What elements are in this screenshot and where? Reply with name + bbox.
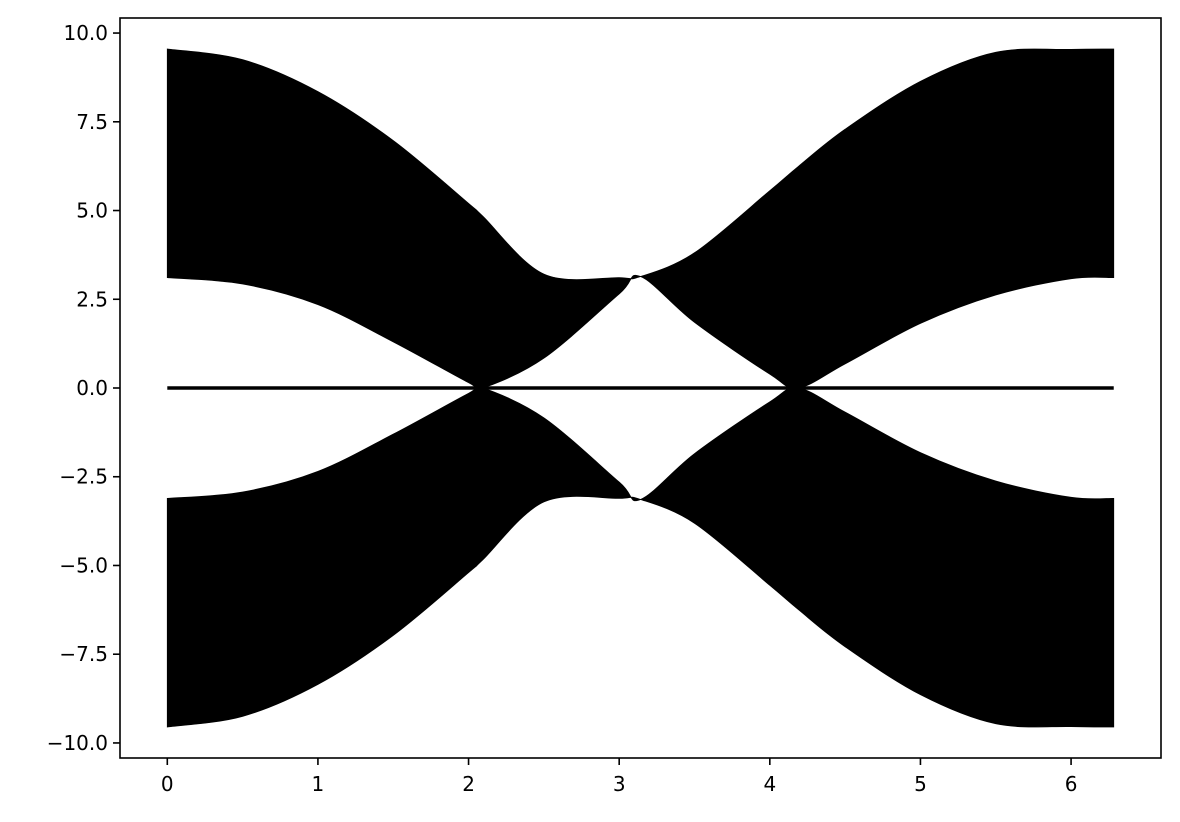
x-tick-label: 6 [1065, 772, 1078, 796]
axes: 0 1 2 3 4 5 6 10.0 7.5 5.0 2.5 0.0 −2.5 −5.0 −7.5 −10.0 [47, 17, 1162, 796]
y-tick-label: −10.0 [47, 731, 108, 755]
y-tick-label: 0.0 [76, 376, 108, 400]
x-tick-label: 1 [312, 772, 325, 796]
band-2 [166, 385, 1115, 728]
y-tick-label: −5.0 [59, 553, 108, 577]
y-tick-label: −7.5 [59, 642, 108, 666]
plot-area [166, 48, 1115, 728]
x-tick-label: 2 [462, 772, 475, 796]
y-tick-label: 5.0 [76, 199, 108, 223]
x-tick-label: 5 [914, 772, 927, 796]
x-tick-label: 4 [763, 772, 776, 796]
y-tick-label: −2.5 [59, 465, 108, 489]
y-tick-label: 2.5 [76, 287, 108, 311]
y-tick-label: 10.0 [63, 21, 108, 45]
band-1 [166, 48, 1115, 391]
y-tick-label: 7.5 [76, 110, 108, 134]
x-tick-label: 3 [613, 772, 626, 796]
x-tick-label: 0 [161, 772, 174, 796]
